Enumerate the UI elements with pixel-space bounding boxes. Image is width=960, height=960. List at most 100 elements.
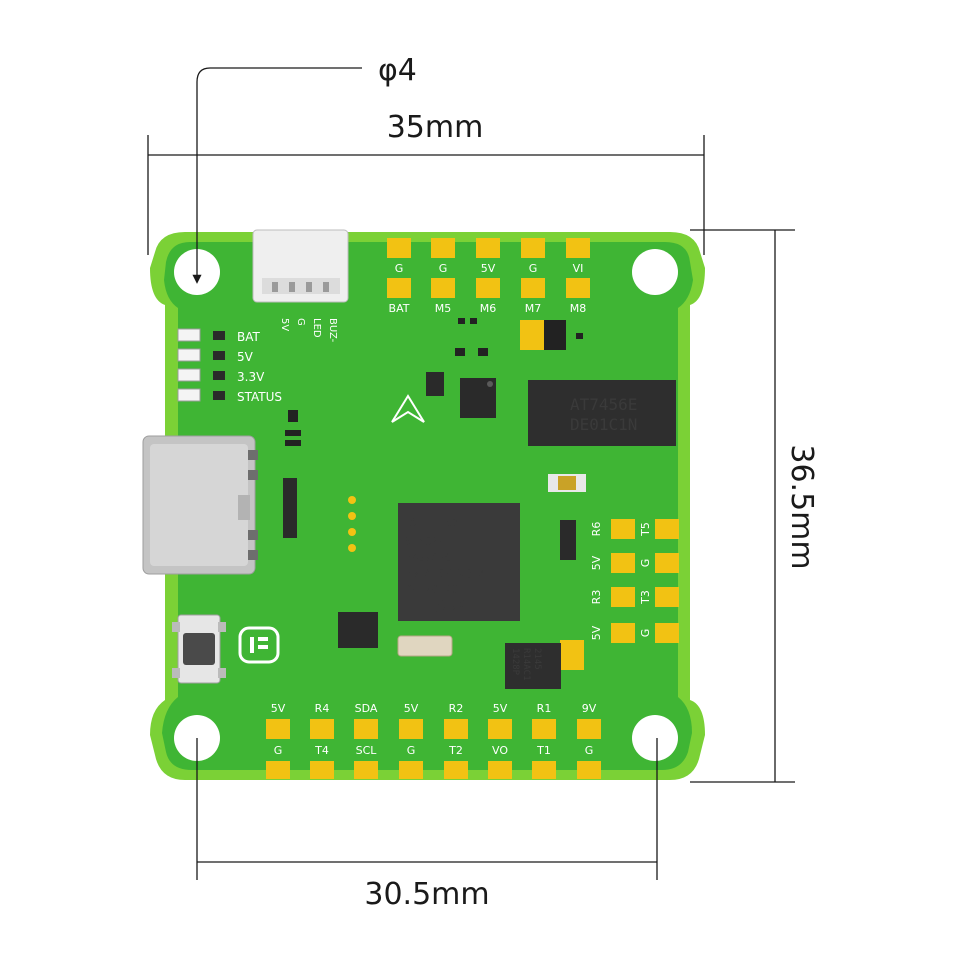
pad-label: BAT xyxy=(389,302,410,315)
usb-tab xyxy=(238,495,250,520)
solder-pad xyxy=(532,719,556,739)
solder-pad xyxy=(521,278,545,298)
solder-pad xyxy=(655,587,679,607)
mcu-chip-body xyxy=(398,503,520,621)
via-dots xyxy=(348,496,356,552)
solder-pad xyxy=(310,719,334,739)
solder-pad xyxy=(611,587,635,607)
mount-hole-top-right xyxy=(632,249,678,295)
width-label: 35mm xyxy=(387,110,484,145)
button-leg xyxy=(172,668,180,678)
button-leg xyxy=(218,668,226,678)
bottom-pad-rows: 5V R4 SDA 5V R2 5V R1 9V G T4 SCL G T2 V… xyxy=(266,702,601,779)
via xyxy=(348,544,356,552)
mcu-line: 745VGH6 xyxy=(405,551,451,564)
mcu-logo: ST xyxy=(410,515,428,531)
connector-pin-label: G xyxy=(295,318,306,326)
pad-label: T5 xyxy=(639,522,652,537)
solder-pad xyxy=(476,238,500,258)
solder-pad xyxy=(431,278,455,298)
solder-pad xyxy=(387,238,411,258)
pad-label: G xyxy=(639,629,652,638)
solder-pad xyxy=(566,278,590,298)
buzzer-led-connector: 5V G LED BUZ- xyxy=(252,229,349,343)
pad-label: R2 xyxy=(449,702,464,715)
solder-pad xyxy=(521,238,545,258)
solder-pad xyxy=(444,719,468,739)
mcu-line: STM32F xyxy=(405,535,445,548)
mounting-holes xyxy=(174,249,678,761)
led-indicator xyxy=(177,368,201,382)
small-chip: 1428P R14AC1 2145 xyxy=(505,643,561,689)
connector-pin xyxy=(272,282,278,292)
connector-pin-label: LED xyxy=(311,318,322,338)
solder-pad xyxy=(399,761,423,779)
solder-pad xyxy=(655,519,679,539)
flight-direction-arrow-icon xyxy=(391,394,425,423)
smd-part xyxy=(458,318,465,324)
led-indicator xyxy=(177,388,201,402)
led-resistor xyxy=(213,331,225,340)
solder-pad xyxy=(655,623,679,643)
smd-components xyxy=(283,318,586,670)
solder-pad xyxy=(399,719,423,739)
osd-chip-body xyxy=(528,380,676,446)
solder-pad xyxy=(354,761,378,779)
pad-label: G xyxy=(639,559,652,568)
button-cap xyxy=(183,633,215,665)
mount-hole-bottom-right xyxy=(632,715,678,761)
pad-label: G xyxy=(407,744,416,757)
pad-label: R1 xyxy=(537,702,552,715)
connector-pin-label: BUZ- xyxy=(327,318,338,343)
pad-label: 5V xyxy=(493,702,508,715)
small-chip-line: R14AC1 xyxy=(521,648,531,681)
led-indicator xyxy=(177,328,201,342)
solder-pad xyxy=(611,623,635,643)
pad-label: G xyxy=(274,744,283,757)
smd-part xyxy=(478,348,488,356)
pad-label: 5V xyxy=(590,625,603,640)
pad-label: T1 xyxy=(536,744,551,757)
oscillator xyxy=(397,635,453,657)
status-leds: BAT 5V 3.3V STATUS xyxy=(177,328,282,404)
led-label: BAT xyxy=(237,330,261,344)
pad-label: M6 xyxy=(480,302,497,315)
led-label: 5V xyxy=(237,350,254,364)
usb-pin xyxy=(248,550,258,560)
connector-pin xyxy=(306,282,312,292)
pad-label: M7 xyxy=(525,302,542,315)
pad-label: R4 xyxy=(315,702,330,715)
connector-pin-label: 5V xyxy=(279,318,290,331)
usb-c-port xyxy=(142,435,258,575)
pad-label: G xyxy=(585,744,594,757)
pad-label: G xyxy=(529,262,538,275)
connector-pin xyxy=(323,282,329,292)
mcu-chip: ST e3 STM32F 745VGH6 7B A 3F VQ Z PHL79 … xyxy=(398,503,520,621)
led-resistor xyxy=(213,371,225,380)
smd-part xyxy=(455,348,465,356)
small-chip-line: 2145 xyxy=(532,648,542,670)
solder-pad xyxy=(387,278,411,298)
connector-pin xyxy=(289,282,295,292)
solder-pad xyxy=(532,761,556,779)
pad-label: T2 xyxy=(448,744,463,757)
pad-label: T3 xyxy=(639,590,652,605)
pad-label: VI xyxy=(573,262,584,275)
solder-pad xyxy=(476,278,500,298)
pad-label: VO xyxy=(492,744,508,757)
pad-label: G xyxy=(395,262,404,275)
pad-label: T4 xyxy=(314,744,329,757)
solder-pad xyxy=(577,761,601,779)
pad-label: 5V xyxy=(271,702,286,715)
smd-part xyxy=(576,333,583,339)
osd-chip-line1: AT7456E xyxy=(570,395,637,414)
smd-cap xyxy=(520,320,544,350)
usb-shell-inner xyxy=(150,444,248,566)
solder-pad xyxy=(431,238,455,258)
pad-label: R3 xyxy=(590,590,603,605)
pad-label: 5V xyxy=(481,262,496,275)
pad-label: M5 xyxy=(435,302,452,315)
brand-logo-icon xyxy=(238,626,280,664)
smd-cap-body xyxy=(544,320,566,350)
